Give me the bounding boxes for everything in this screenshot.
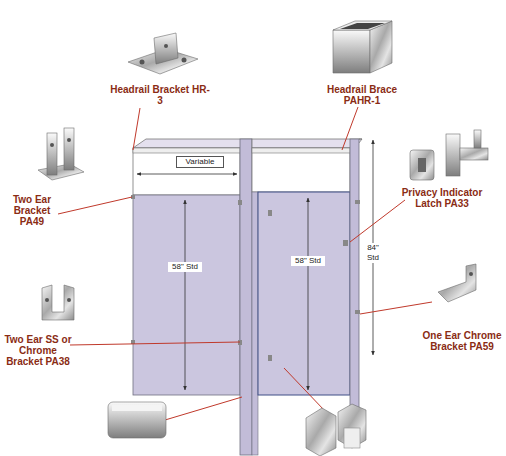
dimension-label: 58" Std	[291, 256, 325, 266]
bracket-icon	[438, 264, 476, 302]
edge-line	[359, 139, 362, 140]
screw-hole	[45, 298, 49, 302]
headrail	[133, 148, 240, 153]
latch-bolt	[460, 148, 488, 160]
screw-hole	[67, 138, 71, 142]
bracket-mark	[355, 310, 360, 314]
screw-hole	[50, 143, 54, 147]
part-label: Two Ear SS or Chrome Bracket PA38	[2, 334, 74, 367]
panel-top-gap	[133, 148, 240, 195]
indicator-plate	[410, 150, 434, 180]
bracket-mark	[238, 200, 242, 205]
screw-hole	[164, 44, 168, 48]
dimension-label: 84" Std	[362, 243, 384, 263]
door-top-gap	[252, 148, 350, 192]
hinge-icon	[306, 408, 336, 456]
part-label: Two Ear Bracket PA49	[6, 194, 58, 227]
screw-hole	[140, 60, 145, 65]
hinge-insert	[344, 428, 360, 448]
shoe-highlight	[112, 405, 162, 411]
headrail	[252, 148, 350, 153]
leader-line	[360, 302, 432, 314]
pilaster	[240, 139, 252, 455]
screw-hole	[67, 298, 71, 302]
hinge-mark	[268, 210, 272, 216]
brace-icon	[333, 21, 392, 30]
bracket-ear	[64, 128, 74, 170]
part-label: One Ear Chrome Bracket PA59	[420, 330, 504, 352]
latch-mark	[343, 240, 348, 246]
headrail-top	[133, 139, 252, 148]
leader-line	[350, 200, 405, 242]
leader-line	[70, 342, 240, 345]
leader-line	[133, 108, 140, 150]
pilaster	[350, 139, 359, 439]
bracket-icon	[154, 33, 178, 64]
bracket-icon	[42, 285, 74, 320]
leader-line	[165, 397, 242, 420]
dimension-line	[185, 200, 186, 390]
screw-hole	[182, 58, 187, 63]
leader-line	[284, 368, 324, 410]
bracket-ear	[47, 133, 57, 175]
dimension-line	[137, 174, 237, 175]
dimension-label: 58" Std	[168, 262, 202, 272]
leader-line	[342, 107, 358, 150]
part-label: Headrail Brace PAHR-1	[313, 84, 411, 106]
part-label: Headrail Bracket HR-3	[110, 84, 210, 106]
brace-opening	[340, 23, 385, 29]
pilaster	[252, 192, 258, 455]
dimension-line	[308, 198, 309, 390]
hinge-icon	[338, 404, 366, 448]
dimension-label: Variable	[176, 156, 224, 168]
bracket-icon	[38, 164, 84, 180]
pilaster-shoe	[108, 402, 166, 438]
leader-line	[58, 197, 132, 214]
hinge-mark	[268, 355, 272, 361]
screw-hole	[469, 272, 473, 276]
indicator-slot	[418, 158, 426, 172]
side-panel	[133, 195, 240, 395]
brace-icon	[333, 30, 370, 73]
latch-icon	[446, 134, 460, 176]
part-label: Privacy Indicator Latch PA33	[388, 187, 496, 209]
latch-knob	[474, 130, 481, 148]
bracket-mark	[355, 200, 360, 204]
door-panel	[258, 192, 350, 395]
